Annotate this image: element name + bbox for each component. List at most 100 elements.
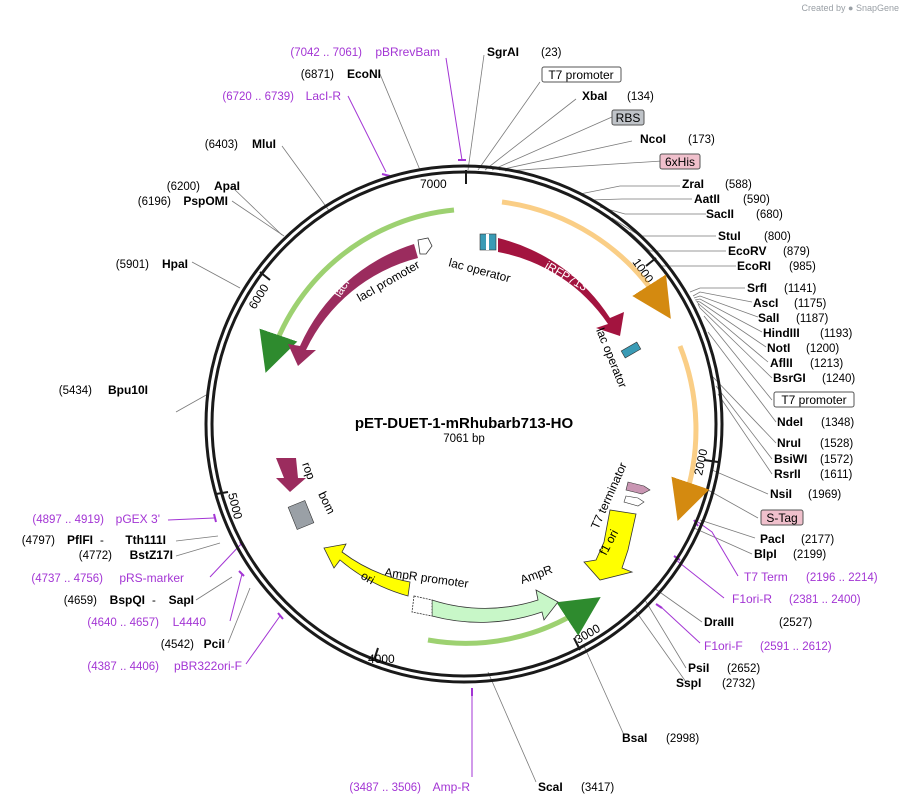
snapgene-logo-icon: ● — [848, 3, 854, 13]
site-paci: PacI — [760, 532, 785, 546]
primer-l4440-range: (4640 .. 4657) — [87, 617, 159, 629]
site-paci-pos: (2177) — [801, 534, 834, 546]
site-bstz17i: BstZ17I — [130, 548, 173, 562]
plasmid-name: pET-DUET-1-mRhubarb713-HO — [355, 415, 574, 432]
feature-lac-operator-1-label: lac operator — [447, 255, 512, 285]
orf-laci-arc — [259, 207, 455, 373]
primer-f1ori-r: F1ori-R — [732, 592, 772, 606]
site-bsrgi: BsrGI — [773, 371, 806, 385]
site-sacii-pos: (680) — [756, 209, 783, 221]
feature-box-rbs-label: RBS — [616, 111, 641, 125]
site-sali-pos: (1187) — [796, 313, 829, 325]
feature-rop-label: rop — [299, 460, 318, 481]
backbone-outer — [204, 164, 724, 684]
site-noti: NotI — [767, 341, 790, 355]
site-bspqi-dash: - — [152, 595, 156, 607]
primer-pbrrevbam: pBRrevBam — [375, 45, 440, 59]
site-sali: SalI — [758, 311, 779, 325]
tick-7000: 7000 — [420, 177, 447, 191]
feature-irfp713-label: iRFP713 — [543, 258, 591, 294]
site-ecorv-pos: (879) — [783, 246, 810, 258]
site-hpai: HpaI — [162, 257, 188, 271]
site-pspomi-pos: (6196) — [138, 196, 171, 208]
site-bspqi: BspQI — [110, 593, 145, 607]
primer-pbr322ori-f-range: (4387 .. 4406) — [87, 661, 159, 673]
feature-bom — [287, 500, 315, 530]
site-bsai: BsaI — [622, 731, 647, 745]
site-rsrii-pos: (1611) — [820, 469, 853, 481]
site-pflfi-pos: (4797) — [22, 535, 55, 547]
site-nsii-pos: (1969) — [808, 489, 841, 501]
primer-pgex3: pGEX 3' — [116, 512, 160, 526]
site-bpu10i: Bpu10I — [108, 383, 148, 397]
feature-box-s-tag-label: S-Tag — [766, 511, 797, 525]
feature-ampr-promoter — [411, 595, 433, 617]
site-hpai-pos: (5901) — [116, 259, 149, 271]
site-scai: ScaI — [538, 780, 563, 794]
site-zrai: ZraI — [682, 177, 704, 191]
tick-4000: 4000 — [368, 652, 395, 666]
site-ndei: NdeI — [777, 415, 803, 429]
site-hindiii-pos: (1193) — [820, 328, 853, 340]
site-bsiwi: BsiWI — [774, 452, 807, 466]
site-psii-pos: (2652) — [727, 663, 760, 675]
site-bsai-pos: (2998) — [666, 733, 699, 745]
feature-laci-promoter — [417, 237, 433, 255]
feature-t7-terminator — [625, 481, 651, 495]
feature-laci — [288, 244, 418, 366]
feature-box-t7-promoter-2 — [773, 391, 855, 408]
site-rsrii: RsrII — [774, 467, 801, 481]
site-scai-pos: (3417) — [581, 782, 614, 794]
site-srfi: SrfI — [747, 281, 767, 295]
tick-6000: 6000 — [246, 281, 272, 311]
site-mlui: MluI — [252, 137, 276, 151]
orf-irfp-arc — [501, 199, 671, 319]
feature-t7-promoter-small — [623, 495, 645, 507]
site-noti-pos: (1200) — [806, 343, 839, 355]
feature-box-s-tag — [760, 509, 804, 526]
feature-lac-operator-2 — [620, 341, 642, 359]
orf-s-tag-arc — [671, 345, 710, 521]
site-tth111i: Tth111I — [125, 533, 166, 547]
site-draiii-pos: (2527) — [779, 617, 812, 629]
orf-ampr-arc — [427, 597, 601, 646]
feature-box-6xhis-label: 6xHis — [665, 155, 695, 169]
feature-box-t7-promoter-1 — [541, 66, 622, 83]
feature-f1-ori — [583, 509, 637, 581]
site-sspi-pos: (2732) — [722, 678, 755, 690]
site-nrui-pos: (1528) — [820, 438, 853, 450]
site-apai: ApaI — [214, 179, 240, 193]
primer-prs-marker-range: (4737 .. 4756) — [31, 573, 103, 585]
site-sgrai-pos: (23) — [541, 47, 562, 59]
primer-t7-term: T7 Term — [744, 570, 788, 584]
site-blpi-pos: (2199) — [793, 549, 826, 561]
primer-prs-marker: pRS-marker — [119, 571, 184, 585]
site-ecori: EcoRI — [737, 259, 771, 273]
site-blpi: BlpI — [754, 547, 777, 561]
site-ecori-pos: (985) — [789, 261, 816, 273]
site-pcii-pos: (4542) — [161, 639, 194, 651]
feature-box-t7-promoter-2-label: T7 promoter — [781, 393, 846, 407]
site-xbai-pos: (134) — [627, 91, 654, 103]
primer-f1ori-r-range: (2381 .. 2400) — [789, 594, 861, 606]
site-ncoi: NcoI — [640, 132, 666, 146]
site-hindiii: HindIII — [763, 326, 800, 340]
primer-pgex3-range: (4897 .. 4919) — [32, 514, 104, 526]
feature-rop — [276, 458, 306, 492]
site-aflii: AflII — [770, 356, 793, 370]
site-asci: AscI — [753, 296, 778, 310]
feature-bom-label: bom — [315, 489, 338, 516]
site-srfi-pos: (1141) — [784, 283, 817, 295]
restriction-sites-right: SgrAI (23) XbaI (134) NcoI (173) ZraI (5… — [487, 45, 855, 794]
primer-laci-r: LacI-R — [306, 89, 342, 103]
site-sspi: SspI — [676, 676, 701, 690]
primer-pbr322ori-f: pBR322ori-F — [174, 659, 242, 673]
site-econi: EcoNI — [347, 67, 381, 81]
feature-ori — [323, 543, 411, 597]
backbone-inner — [210, 170, 718, 678]
site-sacii: SacII — [706, 207, 734, 221]
created-by-text: Created by — [801, 3, 846, 13]
plasmid-size: 7061 bp — [443, 433, 485, 445]
site-sgrai: SgrAI — [487, 45, 519, 59]
